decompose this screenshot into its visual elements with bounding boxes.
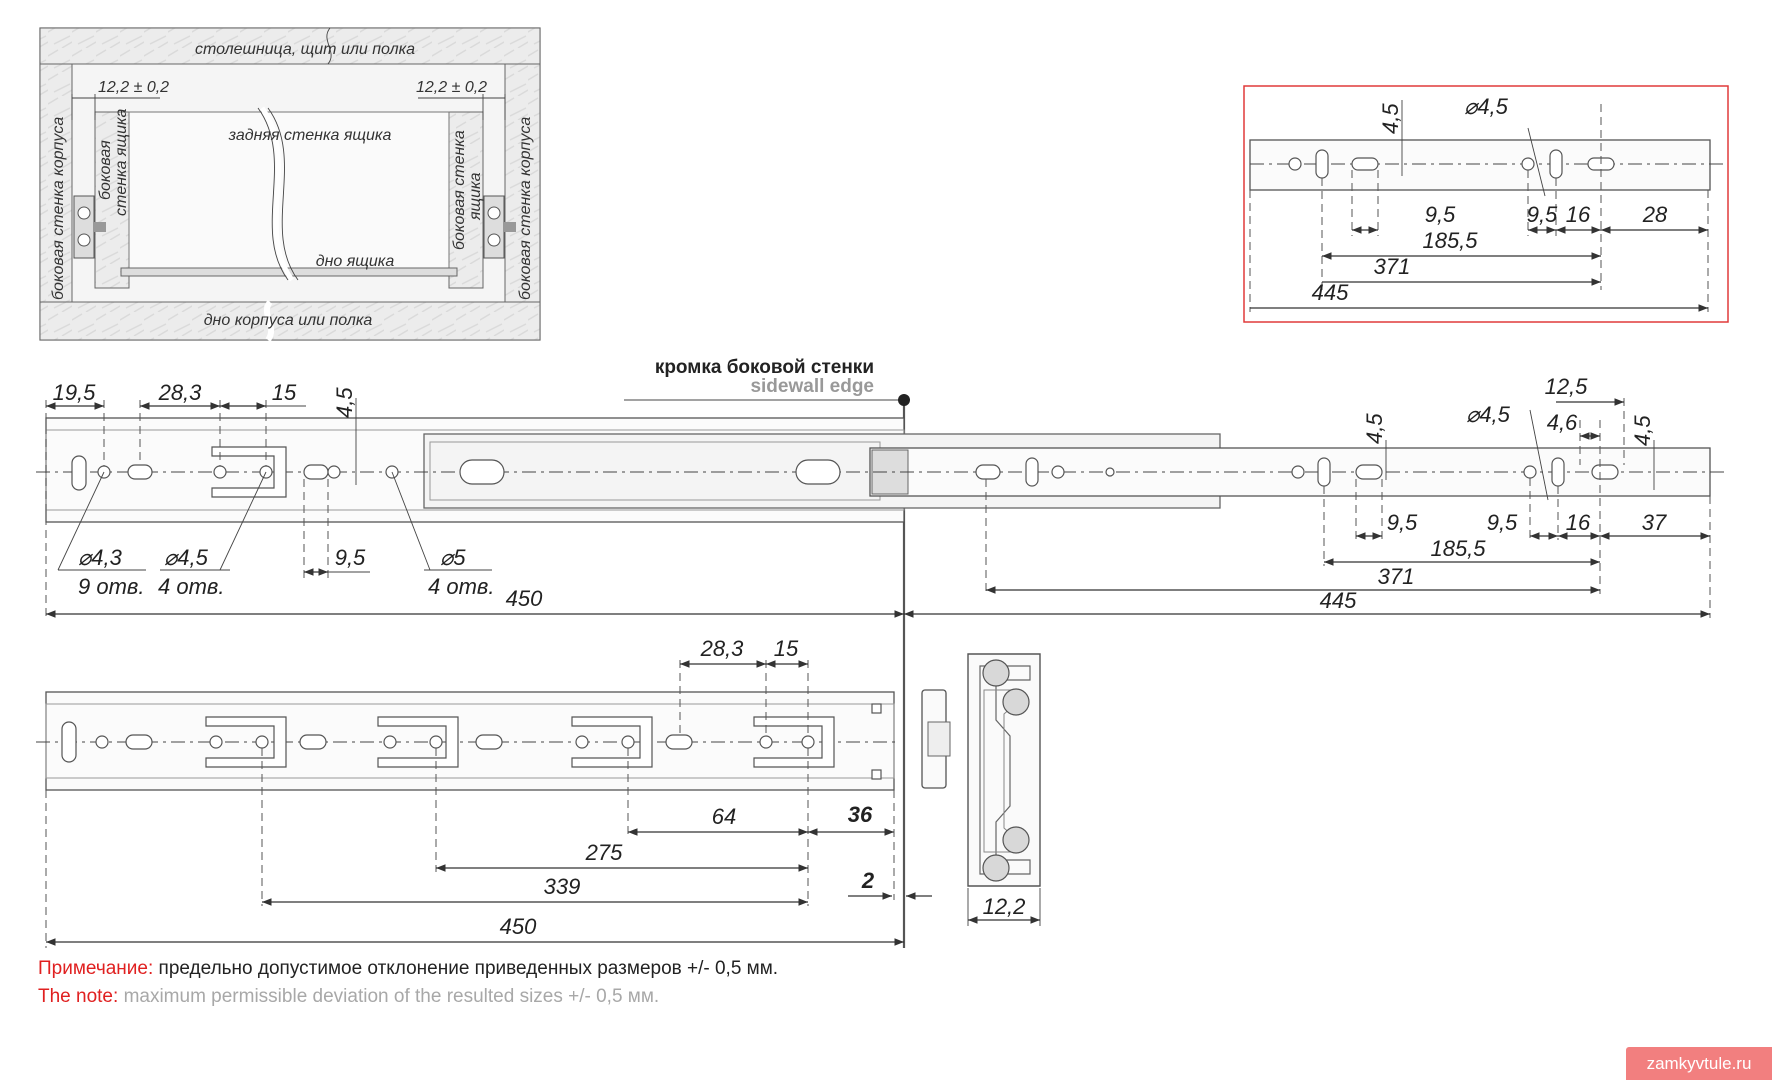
- left-body-side-label: боковая стенка корпуса: [50, 117, 67, 300]
- detail-box: 9,5 9,5 16 28 185,5 371 445 ⌀4,5 4,5: [1243, 85, 1729, 323]
- ext-dim-9-5-a: 9,5: [1387, 510, 1418, 535]
- top-dim-9-5: 9,5: [335, 545, 366, 570]
- detail-dim-28: 28: [1642, 202, 1668, 227]
- left-gap-dimension: 12,2 ± 0,2: [98, 79, 169, 96]
- ext-dim-9-5-b: 9,5: [1487, 510, 1518, 535]
- top-dim-15: 15: [272, 380, 297, 405]
- ball-bearing: [982, 854, 1010, 882]
- ext-dim-37: 37: [1642, 510, 1667, 535]
- note-russian-text: предельно допустимое отклонение приведен…: [158, 958, 779, 979]
- note-english-key: The note:: [38, 986, 119, 1007]
- right-drawer-side-label-1: боковая стенка: [451, 130, 468, 250]
- right-body-side-label: боковая стенка корпуса: [517, 117, 534, 300]
- ext-dim-4-5-a: 4,5: [1362, 413, 1387, 444]
- left-body-side: [39, 63, 73, 303]
- ball-bearing: [1002, 826, 1030, 854]
- left-slide-symbol: [73, 195, 106, 259]
- bottom-dim-64: 64: [712, 804, 736, 829]
- ext-dim-371: 371: [1378, 564, 1415, 589]
- right-drawer-side-label-2: ящика: [467, 172, 484, 221]
- detail-height-dimension: 4,5: [1378, 103, 1403, 134]
- sidewall-edge-label-ru: кромка боковой стенки: [655, 357, 874, 378]
- sidewall-edge-label-en: sidewall edge: [750, 376, 874, 397]
- bottom-dim-275: 275: [585, 840, 623, 865]
- ext-dim-185-5: 185,5: [1430, 536, 1486, 561]
- bottom-rail-view: 28,3 15 64 36 275 339 450 2: [36, 636, 932, 948]
- installation-inset: 12,2 ± 0,2 12,2 ± 0,2 столешница, щит ил…: [39, 27, 541, 342]
- hole-group-2-diameter: ⌀4,5: [164, 545, 209, 570]
- ext-dim-445: 445: [1320, 588, 1357, 613]
- bottom-dim-450: 450: [500, 914, 537, 939]
- top-rail-length: 450: [506, 586, 543, 611]
- bottom-board: [39, 301, 541, 341]
- hole-group-3-diameter: ⌀5: [440, 545, 466, 570]
- right-gap-dimension: 12,2 ± 0,2: [416, 79, 487, 96]
- detail-hole-diameter: ⌀4,5: [1464, 94, 1509, 119]
- bottom-dim-339: 339: [544, 874, 581, 899]
- ext-dim-12-5: 12,5: [1545, 374, 1589, 399]
- drawer-back-wall: [128, 111, 450, 273]
- detail-dim-9-5-b: 9,5: [1527, 202, 1558, 227]
- sidewall-gap-dimension: 2: [861, 868, 875, 893]
- top-board-label: столешница, щит или полка: [195, 41, 415, 58]
- hole-group-1-diameter: ⌀4,3: [78, 545, 123, 570]
- left-drawer-side: [94, 111, 130, 289]
- left-drawer-side-label-2: стенка ящика: [113, 108, 130, 216]
- top-dim-28-3: 28,3: [158, 380, 203, 405]
- top-board: [39, 27, 541, 65]
- detail-dim-9-5-a: 9,5: [1425, 202, 1456, 227]
- note-russian: Примечание: предельно допустимое отклоне…: [38, 958, 778, 980]
- watermark-link[interactable]: zamkyvtule.ru: [1626, 1047, 1772, 1080]
- drawer-bottom-label: дно ящика: [316, 253, 395, 270]
- back-wall-label: задняя стенка ящика: [228, 127, 392, 144]
- slide-end-view: 12,2: [921, 653, 1041, 926]
- bottom-board-label: дно корпуса или полка: [204, 312, 373, 329]
- sidewall-edge: кромка боковой стенки sidewall edge: [624, 357, 910, 948]
- note-russian-key: Примечание:: [38, 958, 154, 979]
- detail-dim-16: 16: [1566, 202, 1591, 227]
- right-body-side: [504, 63, 541, 303]
- bottom-dim-28-3: 28,3: [700, 636, 745, 661]
- ext-hole-diameter: ⌀4,5: [1466, 402, 1511, 427]
- hole-group-1-count: 9 отв.: [78, 574, 145, 599]
- top-slide-assembly: 19,5 28,3 15 4,5 9,5 450 ⌀4,3 9 отв. ⌀4,…: [36, 380, 1726, 618]
- extension-dimensions: 12,5 4,6 4,5 4,5 ⌀4,5 9,5 9,5 16 37 185,…: [904, 374, 1711, 618]
- ball-bearing: [1002, 688, 1030, 716]
- bottom-dim-15: 15: [774, 636, 799, 661]
- note-english: The note: maximum permissible deviation …: [38, 986, 659, 1008]
- ball-bearing: [982, 659, 1010, 687]
- top-dim-19-5: 19,5: [53, 380, 97, 405]
- sidewall-edge-point: [898, 394, 910, 406]
- left-drawer-side-label-1: боковая: [97, 140, 114, 200]
- detail-dim-185-5: 185,5: [1422, 228, 1478, 253]
- ext-dim-4-6: 4,6: [1547, 410, 1578, 435]
- bottom-dim-36: 36: [848, 802, 873, 827]
- right-drawer-side: [448, 111, 484, 289]
- ext-dim-16: 16: [1566, 510, 1591, 535]
- detail-dim-445: 445: [1312, 280, 1349, 305]
- hole-group-2-count: 4 отв.: [158, 574, 225, 599]
- detail-dim-371: 371: [1374, 254, 1411, 279]
- top-dim-4-5: 4,5: [332, 387, 357, 418]
- hole-group-3-count: 4 отв.: [428, 574, 495, 599]
- bottom-rail-body: [45, 691, 895, 791]
- right-slide-symbol: [483, 195, 516, 259]
- ext-dim-4-5-b: 4,5: [1630, 415, 1655, 446]
- profile-width-dimension: 12,2: [983, 894, 1026, 919]
- note-english-text: maximum permissible deviation of the res…: [123, 986, 660, 1007]
- detail-frame: [1243, 85, 1729, 323]
